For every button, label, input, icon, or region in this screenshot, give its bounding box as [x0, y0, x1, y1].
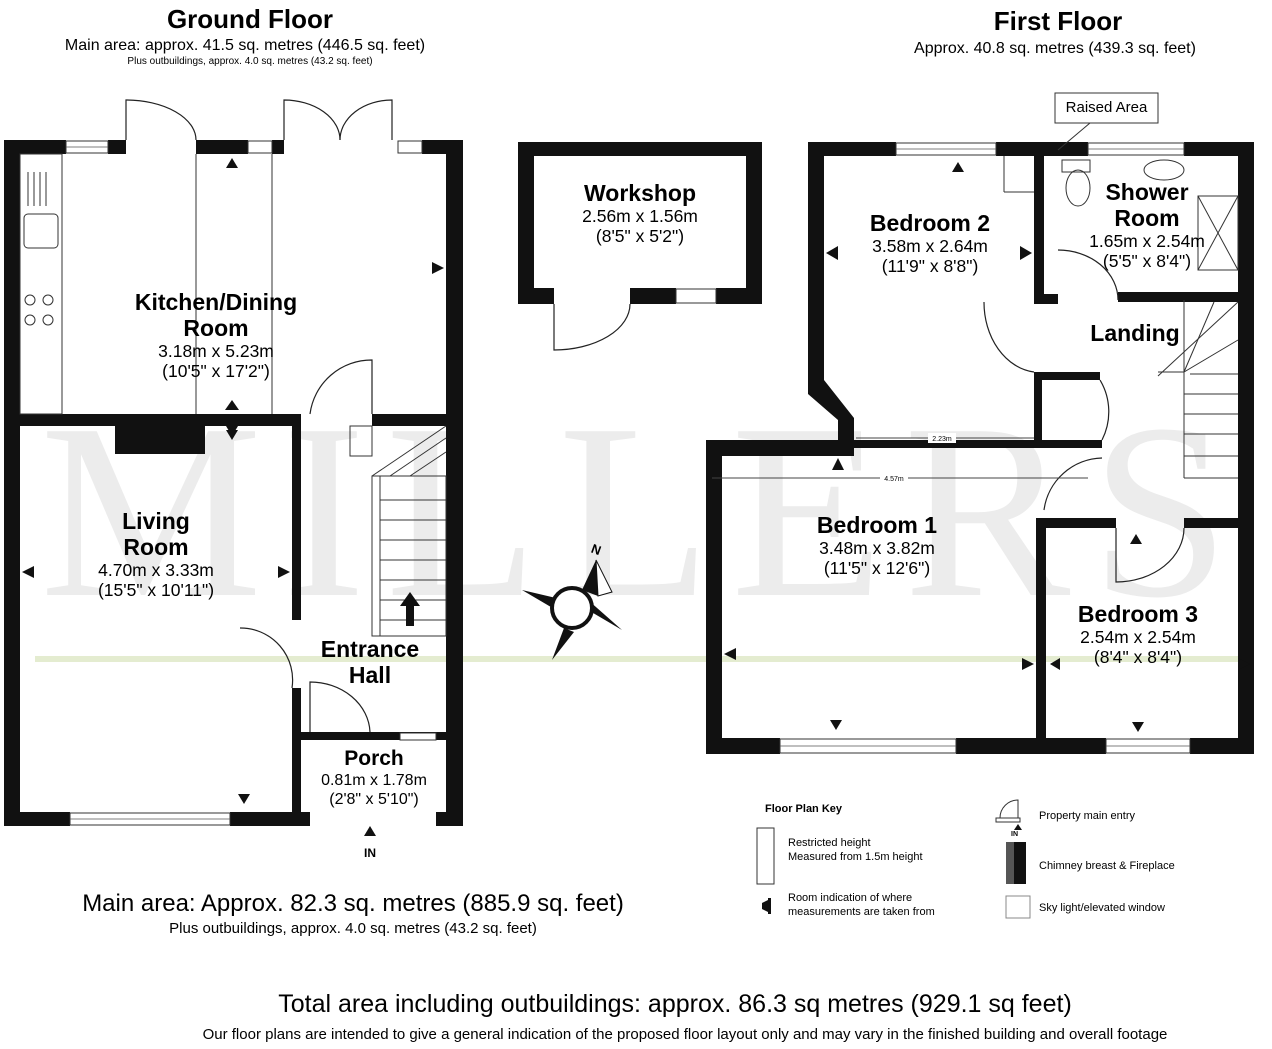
living-imperial: (15'5" x 10'11"): [97, 580, 215, 600]
key-entry: Property main entry: [1039, 810, 1135, 822]
landing-label: Landing: [1090, 320, 1180, 346]
key-indication-line1: Room indication of where: [788, 892, 913, 904]
bedroom-3-label: Bedroom 3 2.54m x 2.54m (8'4" x 8'4"): [1048, 601, 1228, 667]
measure-4-57: 4.57m: [884, 476, 904, 483]
workshop-metric: 2.56m x 1.56m: [582, 206, 698, 226]
kitchen-imperial: (10'5" x 17'2"): [162, 361, 270, 381]
porch-label: Porch 0.81m x 1.78m (2'8" x 5'10"): [300, 747, 448, 809]
hall-name-line2: Hall: [348, 662, 392, 688]
workshop-imperial: (8'5" x 5'2"): [595, 226, 685, 246]
porch-name: Porch: [344, 747, 404, 770]
key-indication: Room indication of where measurements ar…: [788, 891, 935, 919]
bedroom-1-imperial: (11'5" x 12'6"): [823, 558, 931, 578]
key-indication-line2: measurements are taken from: [788, 906, 935, 918]
ground-floor-title: Ground Floor: [166, 4, 334, 34]
first-floor-area: Approx. 40.8 sq. metres (439.3 sq. feet): [914, 40, 1196, 57]
kitchen-metric: 3.18m x 5.23m: [158, 341, 274, 361]
measure-2-23: 2.23m: [932, 436, 952, 443]
shower-name-line1: Shower: [1105, 179, 1189, 205]
total-area-summary: Total area including outbuildings: appro…: [278, 990, 1072, 1018]
workshop-label: Workshop 2.56m x 1.56m (8'5" x 5'2"): [540, 180, 740, 246]
bedroom-3-name: Bedroom 3: [1077, 601, 1199, 627]
bedroom-2-name: Bedroom 2: [869, 210, 991, 236]
shower-metric: 1.65m x 2.54m: [1089, 231, 1205, 251]
kitchen-name-line2: Room: [183, 315, 249, 341]
outbuildings-summary: Plus outbuildings, approx. 4.0 sq. metre…: [169, 920, 537, 937]
kitchen-name-line1: Kitchen/Dining: [134, 289, 298, 315]
ground-floor-outbuildings: Plus outbuildings, approx. 4.0 sq. metre…: [127, 56, 373, 67]
main-area-summary: Main area: Approx. 82.3 sq. metres (885.…: [82, 890, 624, 917]
living-name-line1: Living: [122, 508, 190, 534]
key-title: Floor Plan Key: [765, 803, 843, 815]
shower-name-line2: Room: [1114, 205, 1180, 231]
bedroom-3-imperial: (8'4" x 8'4"): [1093, 647, 1183, 667]
bedroom-2-label: Bedroom 2 3.58m x 2.64m (11'9" x 8'8"): [840, 210, 1020, 276]
bedroom-1-name: Bedroom 1: [816, 512, 938, 538]
entry-in-label: IN: [364, 846, 376, 860]
bedroom-2-metric: 3.58m x 2.64m: [872, 236, 988, 256]
bedroom-3-metric: 2.54m x 2.54m: [1080, 627, 1196, 647]
key-entry-in: IN: [1011, 831, 1018, 838]
key-restricted-line2: Measured from 1.5m height: [788, 851, 923, 863]
key-restricted: Restricted height Measured from 1.5m hei…: [788, 836, 923, 864]
disclaimer: Our floor plans are intended to give a g…: [202, 1026, 1168, 1043]
workshop-name: Workshop: [583, 180, 697, 206]
hall-name-line1: Entrance: [320, 636, 420, 662]
kitchen-dining-label: Kitchen/Dining Room 3.18m x 5.23m (10'5"…: [96, 289, 336, 381]
raised-area-label: Raised Area: [1065, 99, 1148, 116]
shower-room-label: Shower Room 1.65m x 2.54m (5'5" x 8'4"): [1060, 179, 1234, 271]
measure-triangle-icon: [226, 158, 238, 168]
porch-imperial: (2'8" x 5'10"): [329, 791, 419, 808]
key-restricted-line1: Restricted height: [788, 837, 871, 849]
porch-metric: 0.81m x 1.78m: [321, 772, 427, 789]
bedroom-2-imperial: (11'9" x 8'8"): [881, 256, 979, 276]
compass-icon: [522, 559, 622, 660]
ground-floor-area: Main area: approx. 41.5 sq. metres (446.…: [64, 37, 426, 54]
shower-imperial: (5'5" x 8'4"): [1102, 251, 1192, 271]
key-chimney: Chimney breast & Fireplace: [1039, 860, 1175, 872]
first-floor-title: First Floor: [993, 6, 1123, 36]
key-skylight: Sky light/elevated window: [1039, 902, 1165, 914]
bedroom-1-label: Bedroom 1 3.48m x 3.82m (11'5" x 12'6"): [780, 512, 974, 578]
living-name-line2: Room: [123, 534, 189, 560]
living-room-label: Living Room 4.70m x 3.33m (15'5" x 10'11…: [56, 508, 256, 600]
bedroom-1-metric: 3.48m x 3.82m: [819, 538, 935, 558]
living-metric: 4.70m x 3.33m: [98, 560, 214, 580]
entrance-hall-label: Entrance Hall: [300, 636, 440, 688]
